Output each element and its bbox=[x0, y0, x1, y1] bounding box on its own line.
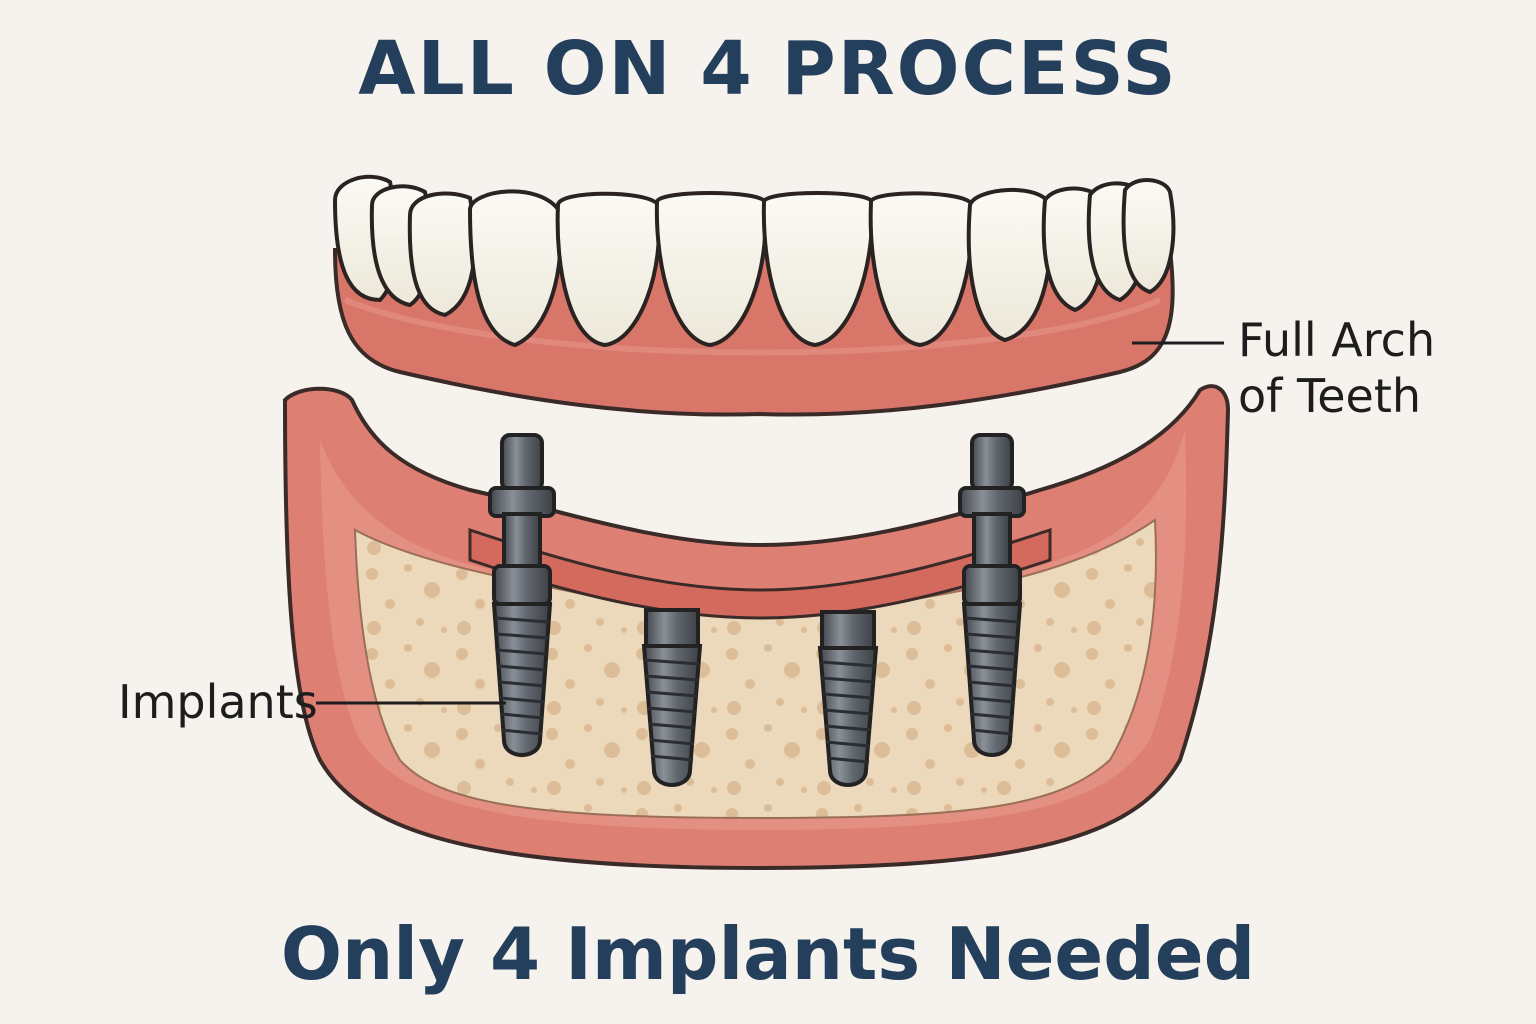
implant-1 bbox=[488, 433, 556, 757]
full-arch-prosthesis bbox=[332, 174, 1176, 417]
full-arch-label: Full Arch of Teeth bbox=[1238, 312, 1435, 424]
full-arch-label-line1: Full Arch bbox=[1238, 313, 1436, 367]
teeth-row bbox=[332, 174, 1176, 348]
lower-jaw bbox=[282, 384, 1231, 871]
full-arch-label-line2: of Teeth bbox=[1238, 369, 1422, 423]
implants-label: Implants bbox=[118, 675, 318, 729]
diagram-title: ALL ON 4 PROCESS bbox=[358, 26, 1178, 112]
implant-4 bbox=[958, 433, 1026, 757]
implant-2 bbox=[641, 608, 703, 787]
diagram-subtitle: Only 4 Implants Needed bbox=[280, 912, 1256, 996]
implant-3 bbox=[817, 610, 879, 787]
